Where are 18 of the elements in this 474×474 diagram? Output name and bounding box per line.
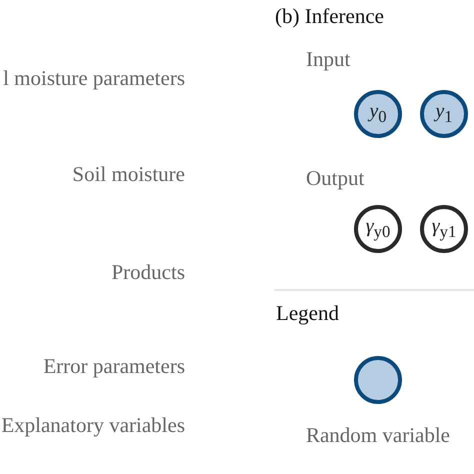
variable-node <box>420 205 468 253</box>
variable-node <box>354 90 402 138</box>
variable-node <box>354 205 402 253</box>
variable-symbol: y$_{1}$ <box>435 100 453 128</box>
variable-symbol: γ$_{y0}$ <box>366 215 390 243</box>
row-label: Explanatory variables <box>1 413 185 437</box>
legend-heading: Legend <box>276 301 339 325</box>
legend-label: Random variable <box>306 423 450 447</box>
row-label: Products <box>112 260 185 284</box>
row-label: Soil moisture <box>72 162 185 186</box>
section-heading: Output <box>306 166 364 190</box>
row-label: l moisture parameters <box>3 66 185 90</box>
panel-heading: (b) Inference <box>275 4 384 28</box>
section-heading: Input <box>306 47 350 71</box>
variable-node <box>420 90 468 138</box>
row-label: Error parameters <box>43 354 185 378</box>
variable-symbol: γ$_{y1}$ <box>432 215 456 243</box>
variable-symbol: y$_{0}$ <box>369 100 387 128</box>
